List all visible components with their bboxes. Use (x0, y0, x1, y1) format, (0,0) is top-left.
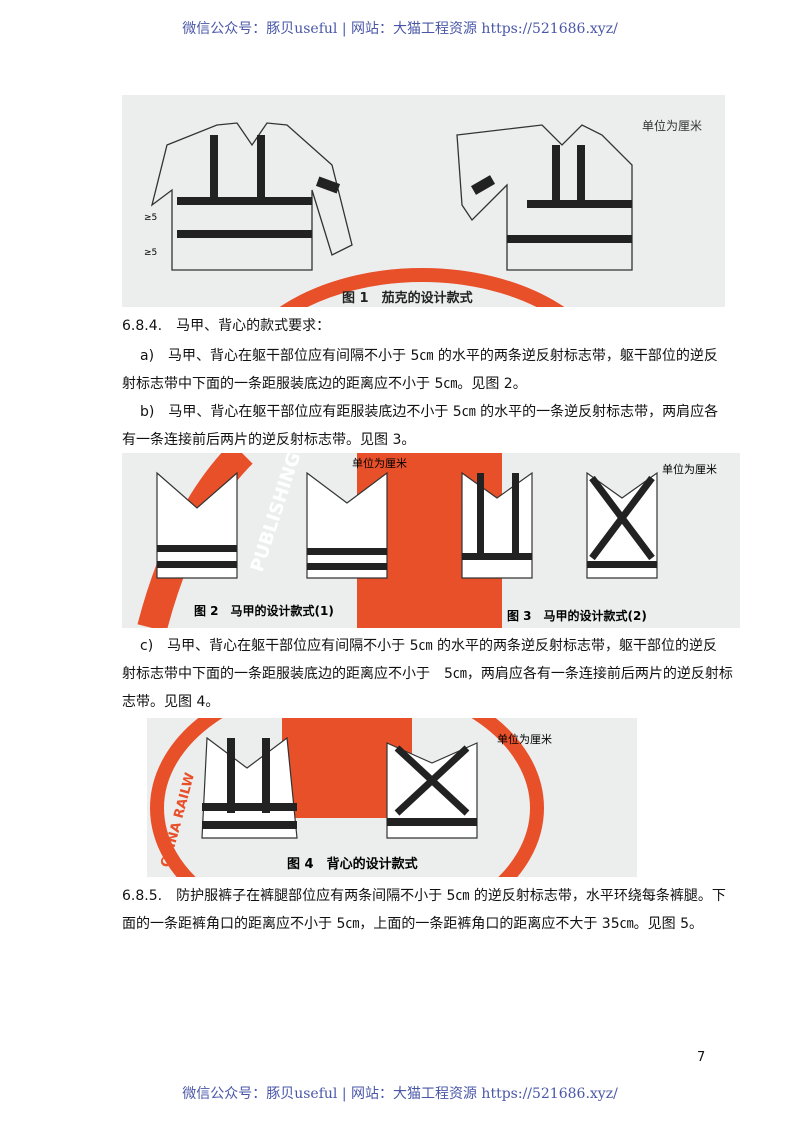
jacket-drawing: ≥5 ≥5 单位为厘米 图 1 茄克的设计款式 (144, 118, 702, 307)
section-6-8-4-heading: 6.8.4. 马甲、背心的款式要求： (122, 318, 331, 334)
unit-label-right: 单位为厘米 (662, 462, 717, 476)
unit-label: 单位为厘米 (497, 732, 552, 746)
figure-caption: 图 4 背心的设计款式 (287, 856, 418, 872)
vest-drawing: PUBLISHING 单位为厘米 单位为厘米 图 2 马甲的设计款式(1) 图 … (137, 453, 717, 628)
unit-label-left: 单位为厘米 (352, 456, 407, 470)
paragraph-b-line1: b) 马甲、背心在躯干部位应有距服装底边不小于 5㎝ 的水平的一条逆反射标志带，… (140, 404, 719, 420)
paragraph-a-line2: 射标志带中下面的一条距服装底边的距离应不小于 5㎝。见图 2。 (122, 376, 527, 392)
paragraph-c-line1: c) 马甲、背心在躯干部位应有间隔不小于 5㎝ 的水平的两条逆反射标志带，躯干部… (140, 638, 717, 654)
paragraph-c-line3: 志带。见图 4。 (122, 694, 220, 710)
paragraph-c-line2: 射标志带中下面的一条距服装底边的距离应不小于 5㎝，两肩应各有一条连接前后两片的… (122, 666, 733, 682)
figure-1-jacket: ≥5 ≥5 单位为厘米 图 1 茄克的设计款式 (122, 95, 725, 307)
vest-4-drawing: CHINA RAILW 单位为厘米 图 4 背心的设计款式 (150, 718, 552, 877)
figure-2-3-vests: PUBLISHING 单位为厘米 单位为厘米 图 2 马甲的设计款式(1) 图 … (122, 453, 740, 628)
figure-caption: 图 1 茄克的设计款式 (342, 290, 473, 306)
header-watermark: 微信公众号：豚贝useful | 网站：大猫工程资源 https://52168… (182, 21, 618, 37)
unit-label: 单位为厘米 (642, 118, 702, 133)
footer-watermark: 微信公众号：豚贝useful | 网站：大猫工程资源 https://52168… (182, 1086, 618, 1102)
section-6-8-5-line1: 6.8.5. 防护服裤子在裤腿部位应有两条间隔不小于 5㎝ 的逆反射标志带，水平… (122, 888, 726, 904)
paragraph-a-line1: a) 马甲、背心在躯干部位应有间隔不小于 5㎝ 的水平的两条逆反射标志带，躯干部… (140, 348, 718, 364)
section-6-8-5-line2: 面的一条距裤角口的距离应不小于 5㎝，上面的一条距裤角口的距离应不大于 35㎝。… (122, 916, 703, 932)
stamp-text: PUBLISHING (247, 453, 305, 575)
dim-label-1: ≥5 (144, 213, 157, 223)
figure-4-vest: CHINA RAILW 单位为厘米 图 4 背心的设计款式 (147, 718, 637, 877)
page-number: 7 (697, 1050, 706, 1065)
paragraph-b-line2: 有一条连接前后两片的逆反射标志带。见图 3。 (122, 432, 416, 448)
caption-figure-3: 图 3 马甲的设计款式(2) (507, 608, 647, 623)
dim-label-2: ≥5 (144, 248, 157, 258)
caption-figure-2: 图 2 马甲的设计款式(1) (194, 603, 334, 618)
